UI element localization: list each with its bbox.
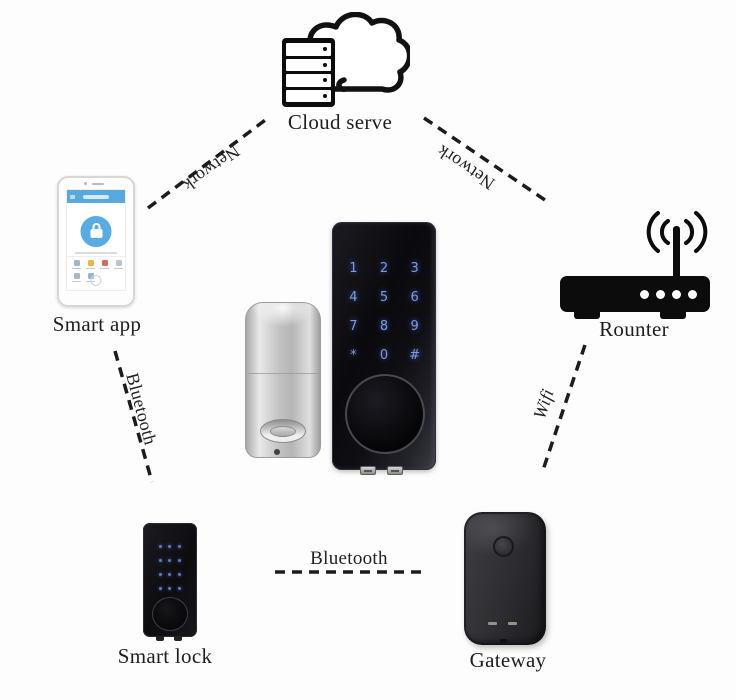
mini-lock-latch [174,636,182,641]
router-led [656,289,665,299]
router-icon [560,276,710,312]
app-lock-button [80,216,112,247]
keypad-key: 8 [379,319,389,334]
thumb-turn [260,419,306,443]
gateway-icon [464,512,546,645]
server-slot [286,74,331,87]
deadbolt-seam [248,373,318,374]
keypad-key: # [409,348,421,363]
app-menu-icon [73,273,80,279]
router-led [688,289,697,299]
router-led [640,289,649,299]
keypad-latch [387,466,403,475]
keypad-keys: 1 2 3 4 5 6 7 8 9 * 0 # [338,254,430,370]
lock-shackle-icon [92,223,100,231]
mini-keypad-dots [156,539,184,590]
line-router-to-gateway [540,344,587,474]
mini-lock-latch [156,636,164,641]
keypad-key: 0 [379,348,389,363]
keypad-key: 1 [349,261,358,276]
keypad-knob-circle [345,374,425,454]
phone-camera-dot [84,182,87,185]
server-slot [286,89,331,102]
thumb-turn-inner [270,426,296,437]
smart-app-label: Smart app [52,312,142,336]
app-menu-icon [101,260,108,266]
wifi-signal-icon [646,211,708,253]
mini-knob-circle [152,597,188,631]
phone-home-button [90,275,102,286]
app-hint-text-placeholder [75,252,117,254]
line-app-to-lock [113,350,154,483]
keypad-latch [360,466,376,475]
app-menu-icon [115,260,122,266]
router-foot [574,311,600,319]
keypad-key: 6 [410,290,419,305]
smart-lock-label: Smart lock [117,644,213,668]
gateway-label: Gateway [469,648,547,672]
keypad-lock-icon: 1 2 3 4 5 6 7 8 9 * 0 # [332,222,436,475]
line-app-to-cloud [146,116,270,210]
app-menu-icon [87,273,94,279]
cloud-server-label: Cloud serve [287,110,393,134]
router-label: Rounter [599,317,669,341]
keypad-key: 2 [379,261,389,276]
gateway-led-label [508,622,517,625]
gateway-button [493,536,514,557]
bluetooth-label-bottom: Bluetooth [310,548,388,569]
server-slot [286,58,331,71]
phone-speaker [92,182,104,185]
server-icon [282,38,335,107]
keypad-key: 5 [379,290,389,305]
deadbolt-screw-hole [274,449,281,455]
router-foot [660,311,686,319]
back-icon [70,194,75,199]
gateway-led-label [488,622,497,625]
gateway-notch [500,639,507,643]
router-led [672,289,681,299]
keypad-key: * [350,348,357,363]
deadbolt-interior-icon [245,302,321,458]
router-antenna [673,226,680,280]
app-menu-icon [87,260,94,266]
app-menu-icon [73,260,80,266]
app-title-placeholder [83,194,109,199]
keypad-key: 9 [410,319,419,334]
keypad-key: 3 [410,261,419,276]
app-header-bar [67,190,125,203]
smartphone-icon [57,176,135,307]
smart-lock-icon [143,523,197,641]
keypad-key: 4 [349,290,358,305]
keypad-key: 7 [349,319,358,334]
phone-screen [66,189,126,291]
line-cloud-to-router [423,116,546,202]
lock-body-icon [90,229,102,238]
server-slot [286,43,331,56]
app-divider [67,256,125,257]
